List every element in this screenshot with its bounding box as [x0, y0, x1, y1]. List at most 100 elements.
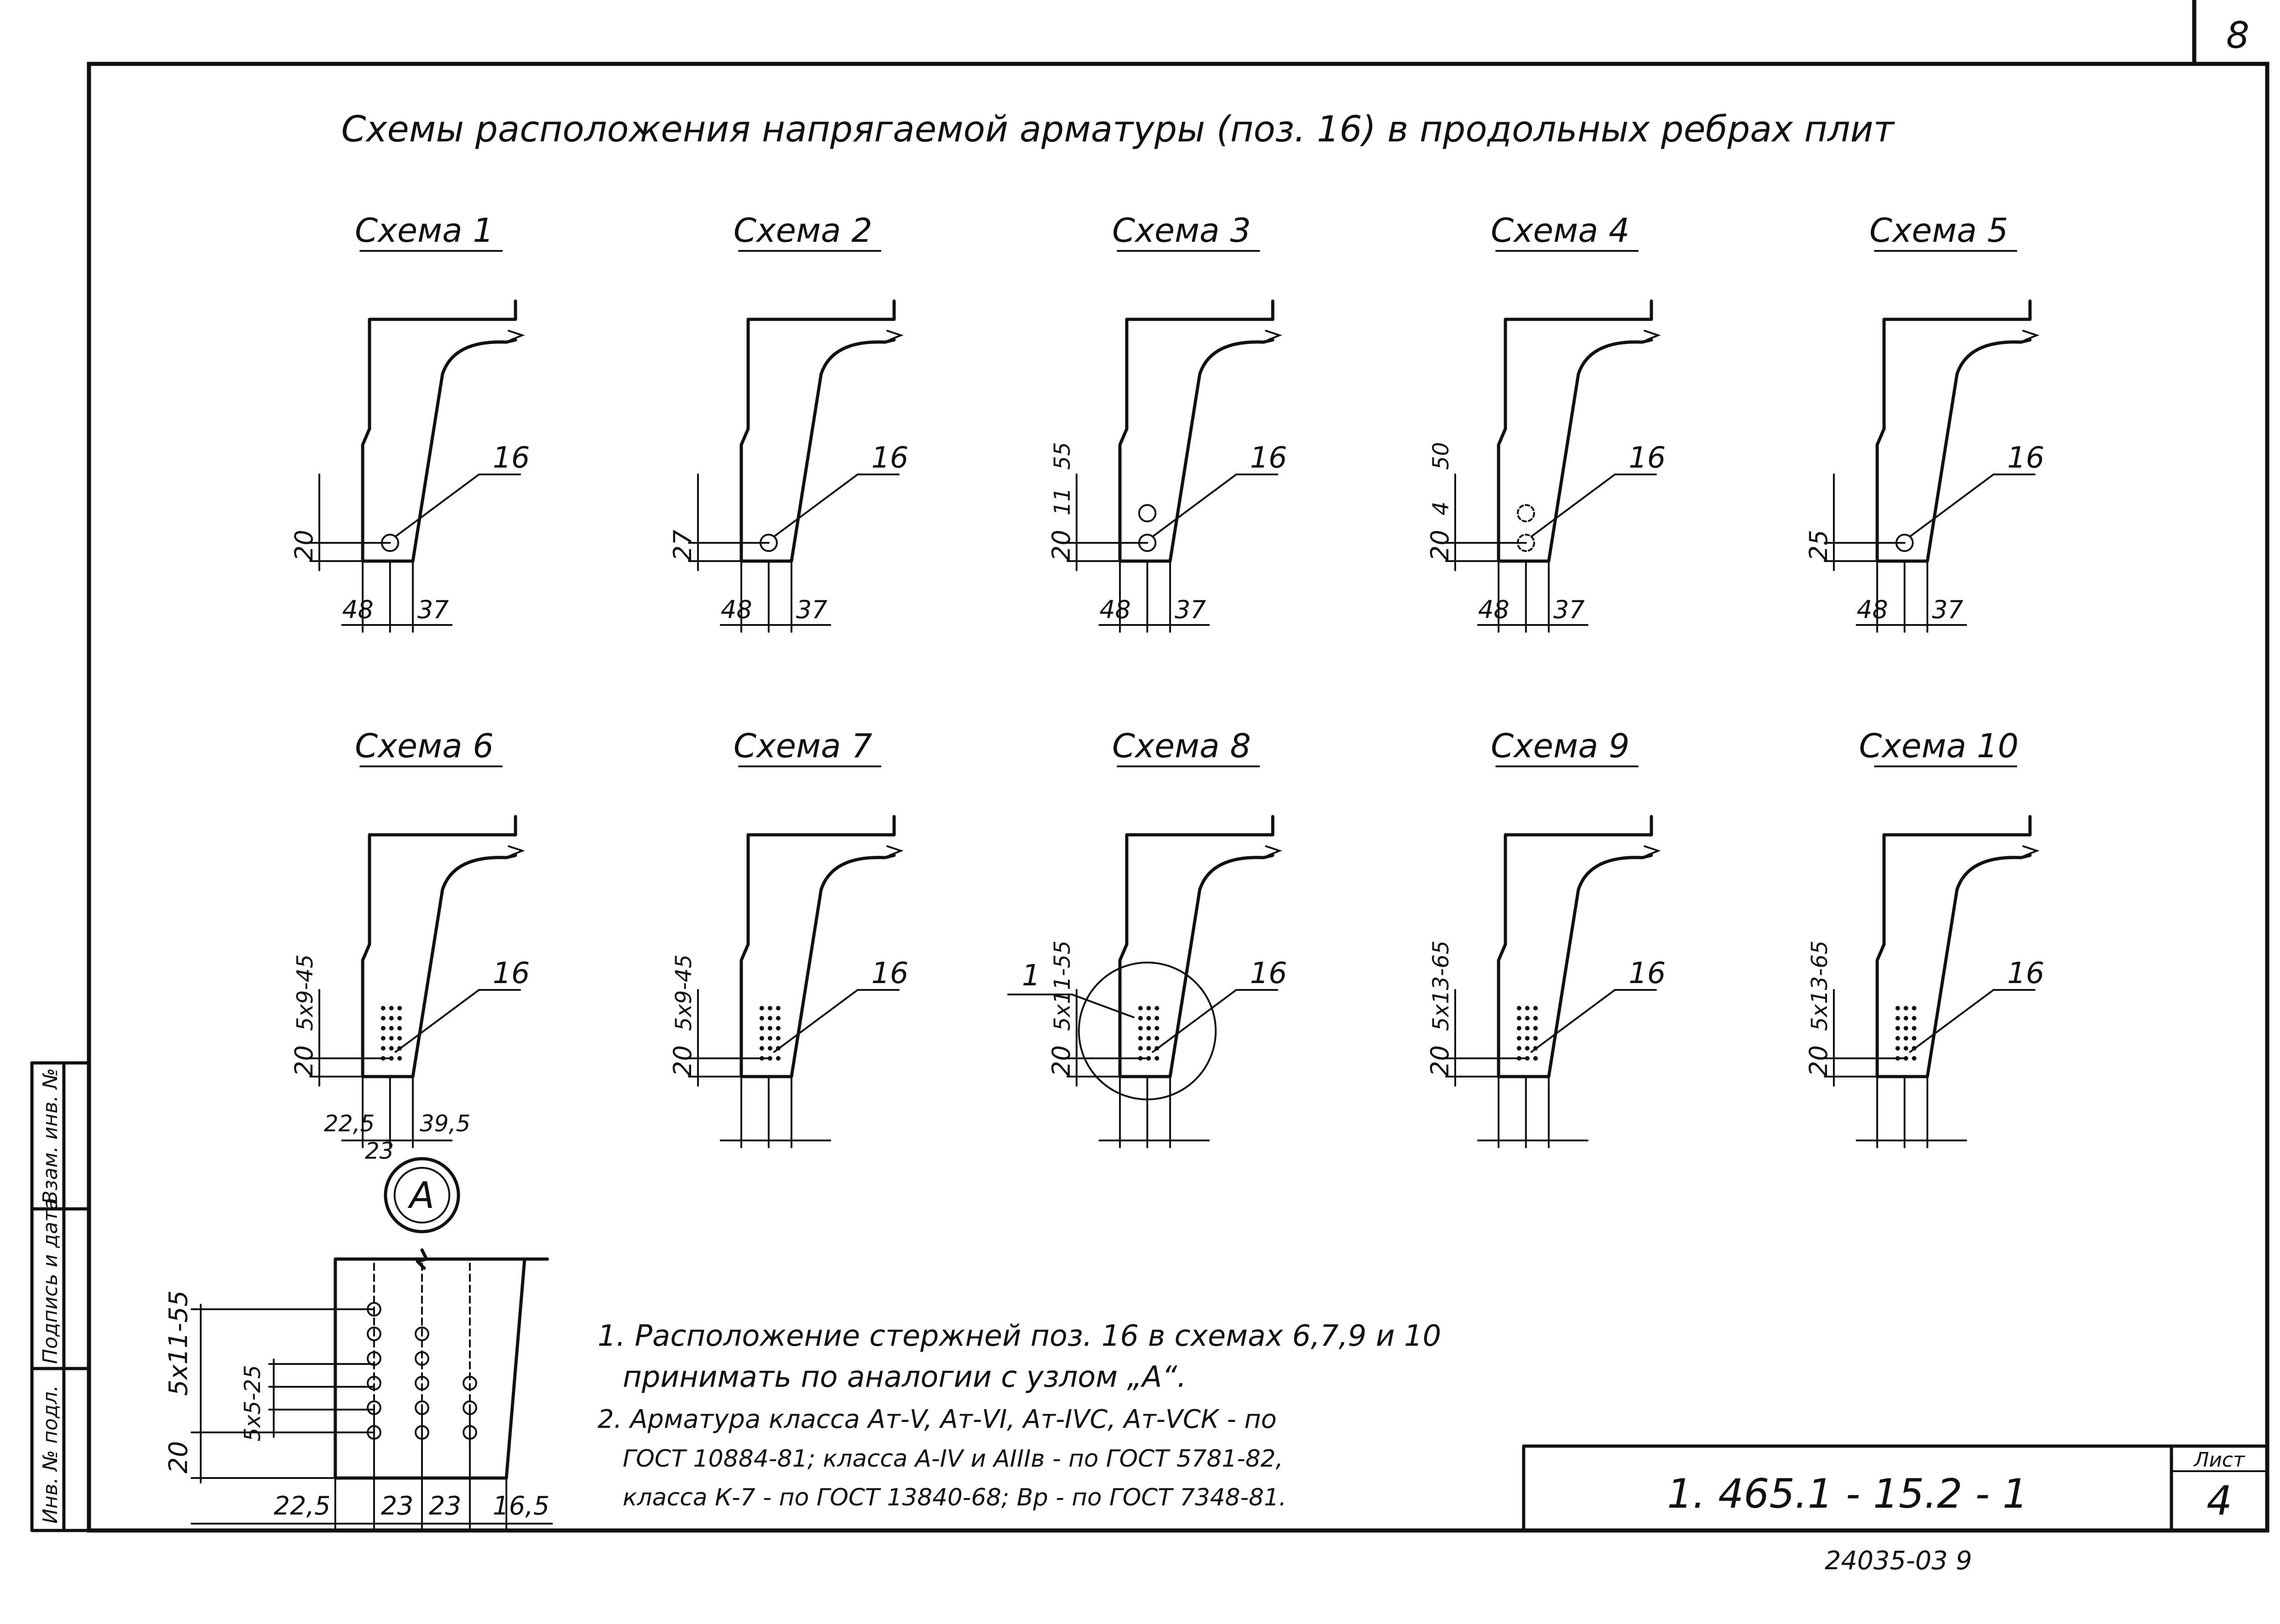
node-a-dim-b3: 23	[429, 1491, 461, 1521]
rebar-dot	[389, 1046, 394, 1051]
rebar-dot	[1895, 1046, 1900, 1051]
rebar-dot	[1904, 1006, 1908, 1010]
rebar-dot	[389, 1056, 394, 1061]
callout-leader	[1152, 989, 1278, 1053]
rebar-dot	[1155, 1026, 1159, 1031]
rebar-dot	[1912, 1056, 1916, 1061]
callout-label: 16	[1629, 441, 1666, 475]
callout-leader	[773, 474, 900, 537]
callout-leader	[1909, 474, 2035, 537]
callout-label: 16	[871, 957, 908, 990]
rib-profile	[1497, 815, 1653, 1078]
callout-leader-1	[1007, 994, 1135, 1018]
rebar-dot	[381, 1016, 385, 1020]
side-stamp-3: Взам. инв. №	[39, 1068, 62, 1204]
rebar-dot	[1904, 1046, 1908, 1051]
rebar-dot	[397, 1056, 402, 1061]
rebar-dot	[1904, 1016, 1908, 1020]
rebar-dot	[1138, 1026, 1143, 1031]
rebar-dot	[389, 1036, 394, 1041]
dim-text-vertical-2: 5х9-45	[671, 954, 697, 1031]
node-a-dim-3: 20	[164, 1441, 193, 1473]
rebar-dot	[381, 1026, 385, 1031]
rebar-dot	[397, 1006, 402, 1010]
note-line-5: класса К-7 - по ГОСТ 13840-68; Вр - по Г…	[623, 1484, 1286, 1511]
node-a-break-mark	[416, 1248, 428, 1270]
rebar-dot	[760, 1006, 764, 1010]
rebar-dot	[1904, 1036, 1908, 1041]
rebar-dot	[1155, 1036, 1159, 1041]
node-a-rebar	[415, 1376, 429, 1390]
rebar-dot	[381, 1036, 385, 1041]
node-a-dim-b1: 22,5	[274, 1491, 331, 1521]
dim-text-vertical: 20	[1047, 1045, 1076, 1077]
rebar-dot	[389, 1026, 394, 1031]
callout-leader	[1152, 474, 1278, 537]
side-stamp-2: Подпись и дата	[39, 1198, 62, 1364]
callout-label: 16	[2007, 441, 2044, 475]
rebar-dot	[760, 1026, 764, 1031]
rebar-dot	[1146, 1006, 1151, 1010]
rib-profile	[739, 815, 896, 1078]
callout-leader	[1530, 989, 1657, 1053]
node-a-dim-1: 5х11-55	[164, 1291, 193, 1396]
title-block-box	[1522, 1444, 2269, 1532]
rebar-dot	[1138, 1016, 1143, 1020]
rebar-dot	[1517, 1026, 1521, 1031]
node-a-dim-2: 5х5-25	[240, 1365, 265, 1442]
scheme-label: Схема 8	[1112, 727, 1251, 765]
dim-text-vertical-3: 50	[1428, 442, 1454, 470]
callout-leader	[1530, 474, 1657, 537]
rib-profile	[739, 299, 896, 563]
rebar-dot	[776, 1016, 781, 1020]
rebar-dot	[1525, 1046, 1530, 1051]
rebar-dot	[397, 1036, 402, 1041]
rebar-dot	[1533, 1006, 1538, 1010]
dim-text-vertical-2: 5х11-55	[1050, 941, 1075, 1031]
dim-text-vertical-2: 4	[1428, 501, 1454, 515]
scheme-label: Схема 1	[355, 211, 494, 250]
rebar-dot	[1533, 1056, 1538, 1061]
dim-text-h3: 39,5	[420, 1110, 470, 1137]
note-line-1: 1. Расположение стержней поз. 16 в схема…	[598, 1319, 1441, 1353]
rebar-circle	[1517, 504, 1535, 522]
rebar-dot	[1904, 1056, 1908, 1061]
rebar-dot	[1146, 1016, 1151, 1020]
rebar-circle	[1138, 504, 1156, 522]
scheme-label: Схема 3	[1112, 211, 1251, 250]
rebar-dot	[1912, 1036, 1916, 1041]
dim-text-h1: 48	[1857, 595, 1888, 624]
rebar-dot	[768, 1056, 772, 1061]
callout-label: 16	[871, 441, 908, 475]
rebar-dot	[389, 1016, 394, 1020]
rebar-dot	[1525, 1016, 1530, 1020]
side-stamp-1: Инв. № подл.	[39, 1385, 62, 1524]
scheme-label: Схема 9	[1491, 727, 1629, 765]
side-stamp: Инв. № подл. Подпись и дата Взам. инв. №	[30, 1061, 91, 1532]
callout-label: 16	[493, 957, 530, 990]
dim-text-h1: 48	[342, 595, 374, 624]
break-mark	[508, 845, 525, 856]
rebar-dot	[1146, 1026, 1151, 1031]
rebar-dot	[768, 1026, 772, 1031]
dim-text-h2: 37	[417, 595, 449, 624]
rebar-dot	[776, 1036, 781, 1041]
dim-text-h2: 37	[1175, 595, 1206, 624]
rebar-dot	[1146, 1036, 1151, 1041]
rib-profile	[1497, 299, 1653, 563]
rebar-dot	[1895, 1006, 1900, 1010]
node-a-rebar	[463, 1376, 477, 1390]
note-line-3: 2. Арматура класса Ат-V, Ат-VI, Ат-IVС, …	[598, 1405, 1277, 1434]
node-a-marker-outer	[384, 1157, 460, 1234]
dim-text-vertical: 20	[1804, 1045, 1833, 1077]
break-mark	[1265, 845, 1282, 856]
rebar-dot	[1155, 1016, 1159, 1020]
